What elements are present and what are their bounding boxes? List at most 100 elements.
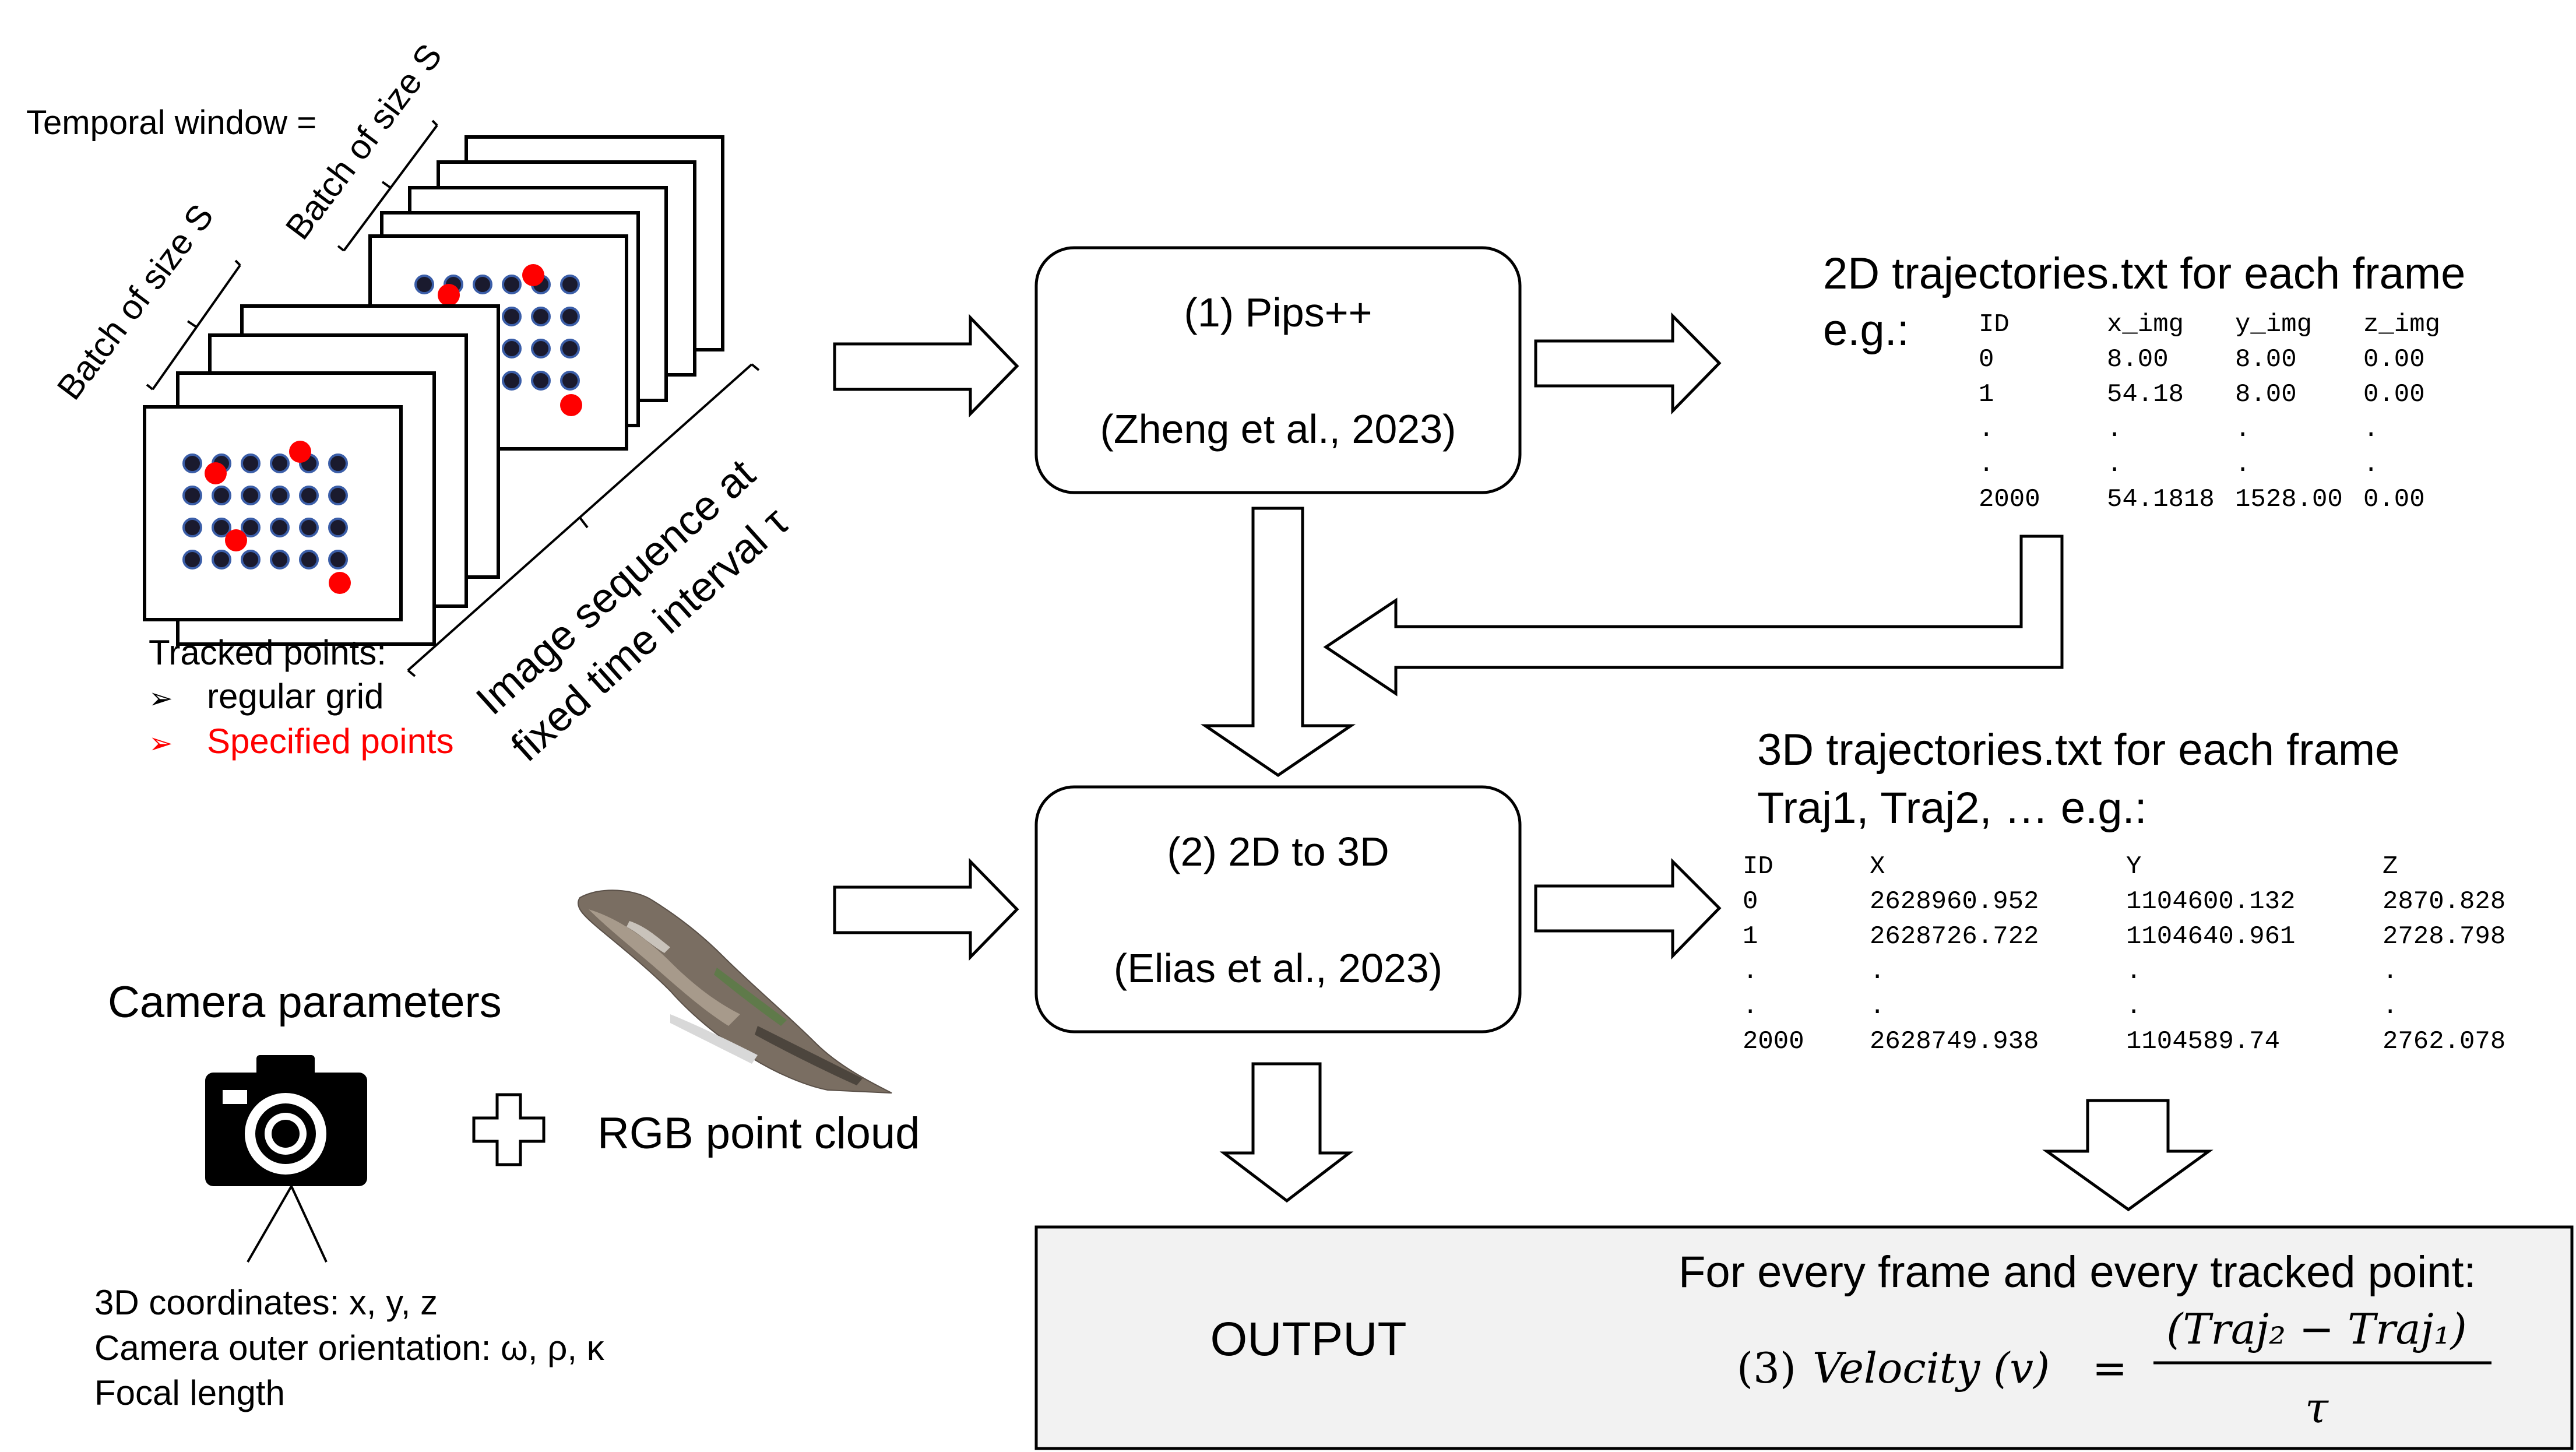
table-cell: . bbox=[1743, 957, 1758, 986]
arrow-step2-to-output bbox=[1219, 1062, 1354, 1203]
plus-icon bbox=[472, 1093, 546, 1166]
table-cell: 2628726.722 bbox=[1870, 922, 2039, 951]
brace-batch-1 bbox=[146, 259, 241, 391]
grid-point bbox=[212, 486, 231, 505]
formula-numerator: (Traj₂ − Traj₁) bbox=[2166, 1305, 2466, 1353]
grid-point bbox=[182, 486, 202, 505]
grid-point bbox=[299, 486, 319, 505]
table-cell: 2628960.952 bbox=[1870, 887, 2039, 916]
table-cell: . bbox=[2126, 957, 2141, 986]
table-cell: . bbox=[2363, 415, 2378, 444]
grid-point bbox=[328, 518, 348, 537]
table-cell: 8.00 bbox=[2107, 345, 2169, 374]
table-cell: 2628749.938 bbox=[1870, 1027, 2039, 1056]
grid-point bbox=[531, 307, 551, 326]
brace-sequence bbox=[407, 363, 760, 677]
grid-point bbox=[182, 453, 202, 473]
grid-point bbox=[299, 550, 319, 569]
table-cell: 2000 bbox=[1743, 1027, 1804, 1056]
step1-title: (1) Pips++ bbox=[1184, 290, 1373, 335]
table-cell: . bbox=[1870, 992, 1885, 1021]
table-cell: 0.00 bbox=[2363, 345, 2425, 374]
table-cell: 1 bbox=[1743, 922, 1758, 951]
table-cell: 0.00 bbox=[2363, 380, 2425, 409]
camera-params-title: Camera parameters bbox=[108, 978, 502, 1027]
grid-point bbox=[270, 453, 290, 473]
grid-point bbox=[212, 550, 231, 569]
output-label: OUTPUT bbox=[1210, 1313, 1406, 1366]
coord-line3: Focal length bbox=[94, 1373, 285, 1412]
output-box: OUTPUT For every frame and every tracked… bbox=[1034, 1225, 2574, 1450]
table-cell: . bbox=[2383, 957, 2398, 986]
table-cell: 1528.00 bbox=[2235, 485, 2343, 514]
table-cell: 2728.798 bbox=[2383, 922, 2505, 951]
arrow-step1-to-step2 bbox=[1200, 507, 1356, 778]
point-grid-front bbox=[182, 441, 351, 594]
table-cell: 1104600.132 bbox=[2126, 887, 2295, 916]
table-cell: 0 bbox=[1979, 345, 1994, 374]
grid-point bbox=[241, 550, 261, 569]
grid-point bbox=[328, 486, 348, 505]
table-cell: . bbox=[2235, 450, 2250, 479]
formula-lhs: Velocity (v) bbox=[1813, 1344, 2050, 1393]
table-cell: 8.00 bbox=[2235, 380, 2297, 409]
table-header-cell: ID bbox=[1743, 852, 1773, 881]
grid-point bbox=[182, 550, 202, 569]
grid-point bbox=[328, 550, 348, 569]
specified-point bbox=[438, 284, 460, 306]
table-cell: . bbox=[2235, 415, 2250, 444]
table-cell: 1104589.74 bbox=[2126, 1027, 2280, 1056]
tracked-points-title: Tracked points: bbox=[149, 633, 386, 672]
bullet-2-text: Specified points bbox=[207, 722, 454, 761]
grid-point bbox=[241, 486, 261, 505]
table-cell: 0 bbox=[1743, 887, 1758, 916]
camera-icon bbox=[205, 1055, 367, 1263]
grid-point bbox=[270, 486, 290, 505]
table-cell: 1 bbox=[1979, 380, 1994, 409]
table-cell: . bbox=[2363, 450, 2378, 479]
grid-point bbox=[560, 307, 580, 326]
table-cell: . bbox=[2383, 992, 2398, 1021]
step2-reference: (Elias et al., 2023) bbox=[1114, 945, 1442, 991]
grid-point bbox=[270, 518, 290, 537]
table-header-cell: Y bbox=[2126, 852, 2141, 881]
bullet-1-symbol: ➢ bbox=[149, 682, 173, 715]
specified-point bbox=[289, 441, 311, 463]
table-cell: . bbox=[1743, 992, 1758, 1021]
table-header-cell: z_img bbox=[2363, 310, 2440, 339]
table-header-cell: Z bbox=[2383, 852, 2398, 881]
brace-batch-2 bbox=[337, 119, 438, 252]
formula-denominator: τ bbox=[2305, 1383, 2329, 1432]
frame-stack-front bbox=[143, 304, 500, 646]
table-cell: 1104640.961 bbox=[2126, 922, 2295, 951]
specified-point bbox=[329, 572, 351, 594]
grid-point bbox=[414, 275, 434, 294]
grid-point bbox=[502, 307, 522, 326]
grid-point bbox=[502, 275, 522, 294]
arrows bbox=[833, 312, 2213, 1212]
traj3d-title-line2: Traj1, Traj2, … e.g.: bbox=[1757, 783, 2147, 833]
arrow-step1-to-traj2d bbox=[1534, 312, 1722, 415]
grid-point bbox=[270, 550, 290, 569]
table-cell: 8.00 bbox=[2235, 345, 2297, 374]
table-cell: . bbox=[1979, 415, 1994, 444]
coord-line2: Camera outer orientation: ω, ρ, κ bbox=[94, 1328, 605, 1367]
arrow-step2-to-traj3d bbox=[1534, 857, 1722, 960]
bullet-1-text: regular grid bbox=[207, 677, 384, 716]
table-cell: . bbox=[1979, 450, 1994, 479]
table-cell: . bbox=[2107, 450, 2122, 479]
step1-box: (1) Pips++ (Zheng et al., 2023) bbox=[1034, 246, 1522, 494]
grid-point bbox=[182, 518, 202, 537]
traj2d-title: 2D trajectories.txt for each frame bbox=[1823, 249, 2465, 298]
arrow-pointcloud-to-step2 bbox=[833, 857, 1019, 961]
grid-point bbox=[502, 339, 522, 358]
formula-prefix: (3) bbox=[1737, 1344, 1796, 1393]
grid-point bbox=[328, 453, 348, 473]
output-heading: For every frame and every tracked point: bbox=[1678, 1247, 2476, 1297]
traj3d-title-line1: 3D trajectories.txt for each frame bbox=[1757, 725, 2399, 775]
specified-point bbox=[522, 264, 544, 286]
table-header-cell: y_img bbox=[2235, 310, 2312, 339]
specified-point bbox=[205, 462, 227, 484]
